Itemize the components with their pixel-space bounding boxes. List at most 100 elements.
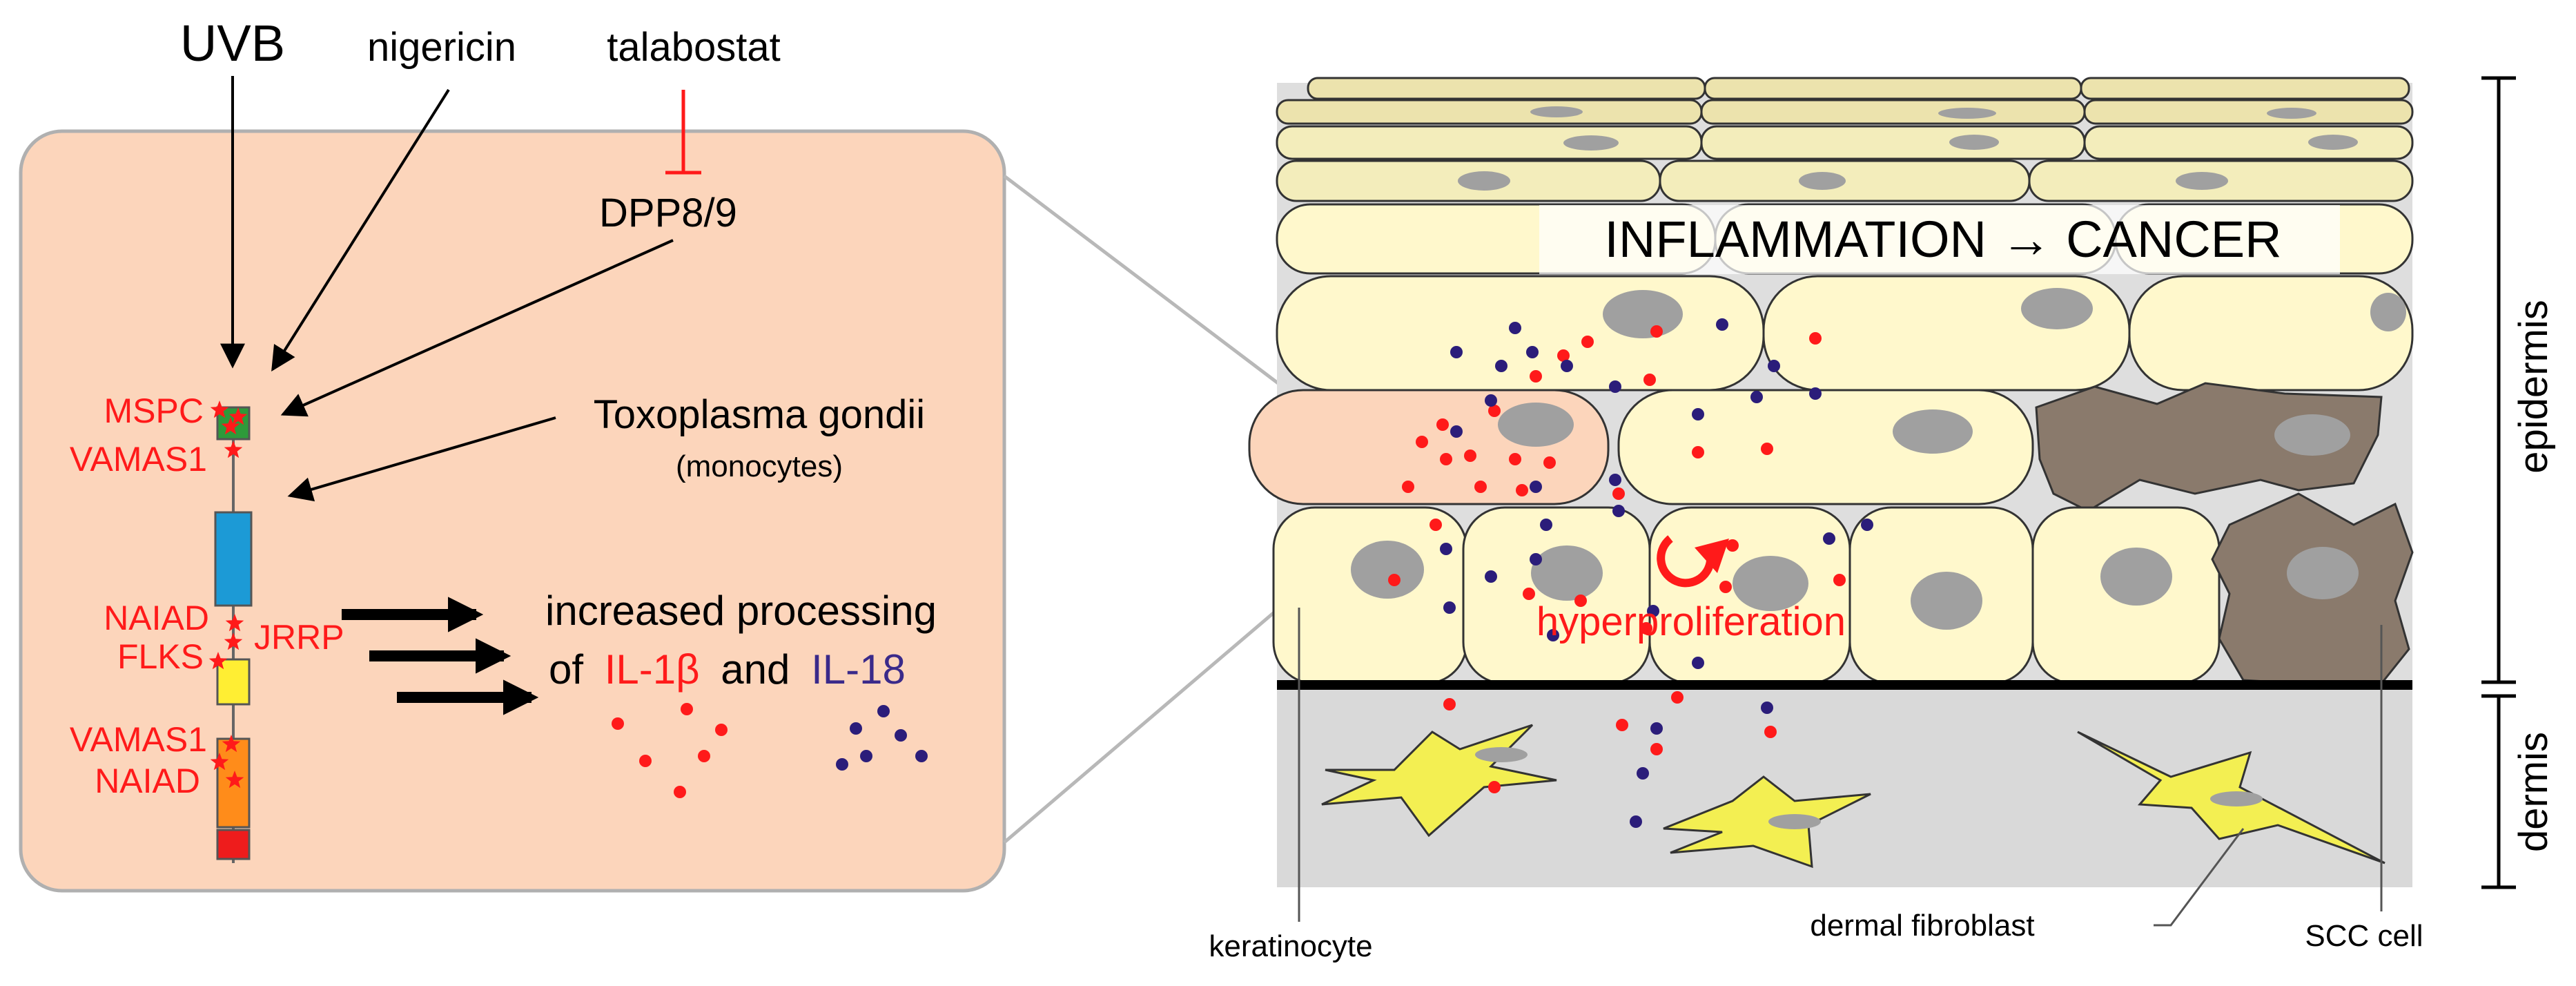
il1b-dot [1388,574,1401,586]
dermis-label: dermis [2511,732,2556,852]
il1b-dot [1640,622,1652,635]
flks-label: FLKS [117,637,204,676]
il1b-dot [1581,336,1594,348]
nigericin-label: nigericin [367,25,516,70]
il1b-dot [1488,405,1501,417]
il18-dot [1647,605,1659,617]
mutation-star [225,771,244,789]
vamas1-bottom-label: VAMAS1 [70,720,207,759]
il1b-dot [681,703,693,715]
il18-dot [1495,360,1507,372]
mutation-star [224,632,243,650]
cycle-arrowhead [1695,539,1729,573]
stratum-granulosum [1276,125,2414,202]
outcome-and: and [721,646,790,693]
il1b-dot [1488,781,1501,793]
dpp8-9-label: DPP8/9 [599,191,737,235]
il18-dot [1637,767,1649,780]
il18-dot [1716,318,1728,331]
il1b-dot [1543,456,1556,469]
mutation-star [225,614,244,632]
outcome-line2: of IL-1β and IL-18 [549,646,906,693]
il18-dot [836,758,848,771]
keratinocyte-zoom-panel [19,129,1006,893]
il18-dot [1547,629,1559,641]
il18-dot [1650,722,1663,735]
il1b-dot [639,755,652,767]
inflammation-cancer-banner: INFLAMMATION → CANCER [1604,211,2281,268]
il18-dot [1630,815,1642,828]
mutation-star [221,417,240,435]
il1b-dot [1833,574,1846,586]
il18-dot [1485,394,1497,407]
il18-dot [915,750,928,762]
il18-dot [1861,519,1873,531]
il1b-dot [612,717,624,730]
il1b-dot [1523,588,1535,600]
il1b-dot [715,724,728,736]
vamas1-top-label: VAMAS1 [70,440,207,478]
outcome-of: of [549,646,583,693]
mutation-stars [208,400,248,789]
scc-cell-label: SCC cell [2305,919,2423,953]
mutation-star [210,400,229,418]
il18-dot [895,729,907,742]
monocytes-label: (monocytes) [676,450,843,483]
protein-domain-orange [216,737,251,829]
il1b-dot [1557,349,1570,362]
il18-dot [877,705,890,717]
toxoplasma-arrow [287,416,556,502]
il18-dot [1450,346,1463,358]
naiad-bottom-label: NAIAD [95,762,200,800]
il1b-dot [1443,698,1456,710]
il1b-dot [1416,436,1428,448]
il1b-dot [674,786,686,798]
outcome-il18: IL-18 [811,646,906,693]
fibroblast-leader [2154,828,2245,927]
il18-dot [1530,553,1542,566]
mutation-star [224,441,243,458]
il1b-dot [1650,743,1663,755]
toxoplasma-label: Toxoplasma gondii [594,392,925,437]
talabostat-label: talabostat [607,25,781,70]
naiad-mid-label: NAIAD [104,599,209,637]
spinous-nuclei [1603,288,2406,338]
il18-dot [1530,481,1542,493]
il18-dot [1540,519,1552,531]
cytokine-dots-left [612,703,928,798]
il18-dot [1561,360,1573,372]
il1b-dot [1761,443,1773,455]
il18-dot [1809,387,1822,400]
il18-dot [1609,380,1621,393]
flat-layer-nuclei [1458,106,2358,191]
stratum-corneum [1276,77,2414,125]
il18-dot [1485,570,1497,583]
dermal-fibroblast-label: dermal fibroblast [1810,909,2034,942]
il1b-dot [1616,719,1628,731]
il18-dot [1768,360,1780,372]
il18-dot [1450,425,1463,438]
il1b-dot [1440,453,1452,465]
epidermis-label: epidermis [2511,300,2556,473]
il1b-dot [1436,418,1449,431]
il1b-dot [1474,481,1487,493]
il1b-dot [1464,450,1476,462]
il1b-dot [1726,539,1739,552]
il1b-dot [1509,453,1521,465]
spinous-layer-lower [1276,275,2414,392]
il18-dot [1692,657,1704,669]
basal-nuclei [1351,541,2359,630]
il1b-dot [1650,325,1663,338]
keratinocyte-label: keratinocyte [1209,929,1372,963]
outcome-line1: increased processing [545,588,937,634]
il1b-dot [1671,691,1684,704]
cytokine-dots-tissue [1388,318,1873,828]
hyperproliferation-label: hyperproliferation [1536,599,1846,644]
il1b-dot [1612,487,1625,500]
uvb-label: UVB [180,14,285,72]
il1b-dot [1643,374,1656,386]
mspc-label: MSPC [104,392,204,430]
il18-dot [850,722,862,735]
